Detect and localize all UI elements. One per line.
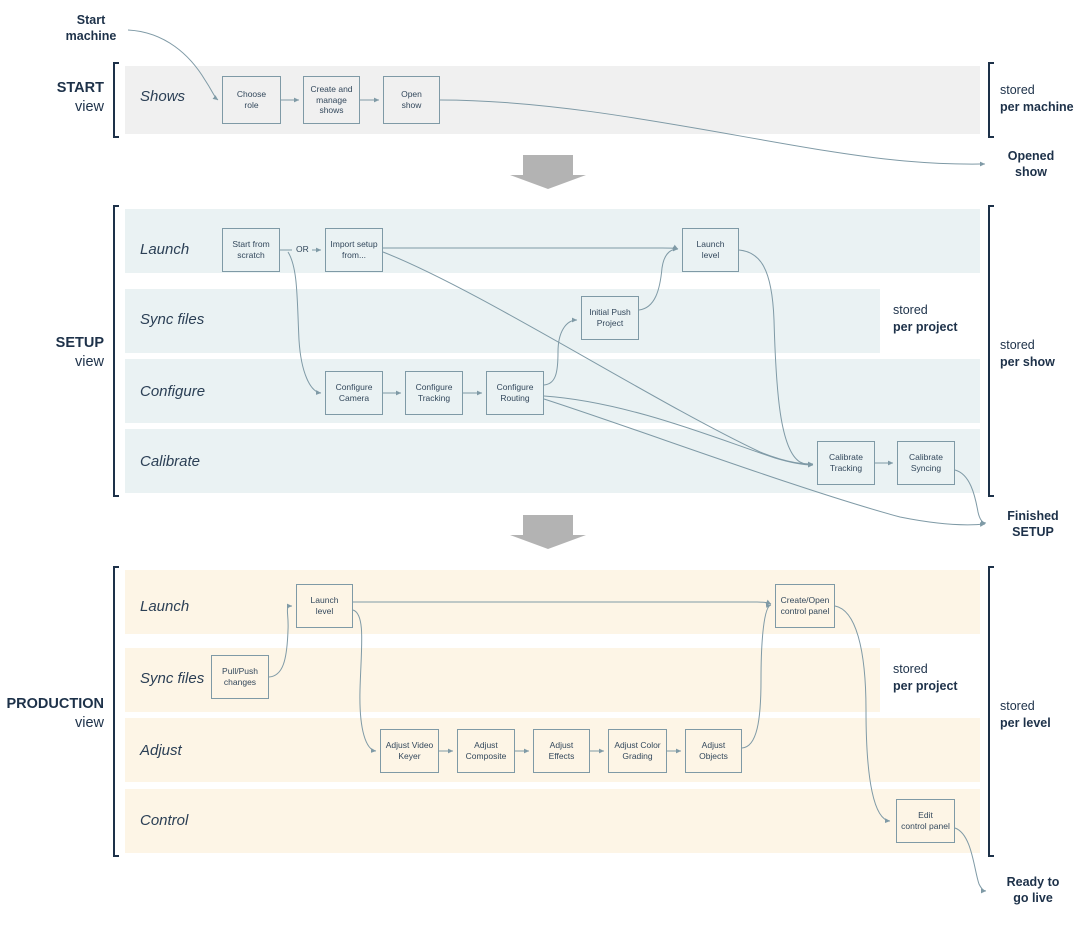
annotation-production-stored-per-level-bold: per level [1000,715,1051,730]
node-initial-push-project[interactable]: Initial Push Project [581,296,639,340]
phase-title-production: PRODUCTION view [0,695,104,733]
node-adjust-color-grading[interactable]: Adjust Color Grading [608,729,667,773]
lane-label-production-launch: Launch [140,598,190,615]
setup-lane-configure-band [125,359,980,423]
annotation-production-stored-per-level: stored per level [1000,698,1051,732]
node-create-manage-shows[interactable]: Create and manage shows [303,76,360,124]
annotation-production-stored-per-project-light: stored [893,662,928,676]
annotation-setup-stored-per-show-light: stored [1000,338,1035,352]
node-start-from-scratch[interactable]: Start from scratch [222,228,280,272]
annotation-production-stored-per-project: stored per project [893,661,958,695]
node-configure-tracking[interactable]: Configure Tracking [405,371,463,415]
phase-title-start: START view [0,79,104,117]
section-transition-arrow-2 [510,515,586,549]
bracket-start-stored [988,62,994,138]
bracket-production-view [113,566,119,857]
annotation-setup-stored-per-show-bold: per show [1000,354,1055,369]
phase-title-setup-light: view [74,354,104,371]
setup-lane-syncfiles-band [125,289,880,353]
annotation-stored-per-machine: stored per machine [1000,82,1074,116]
node-adjust-composite[interactable]: Adjust Composite [457,729,515,773]
endpoint-ready-go-live-line1: Ready to [1006,875,1060,889]
node-calibrate-syncing[interactable]: Calibrate Syncing [897,441,955,485]
bracket-production-stored [988,566,994,857]
node-adjust-effects[interactable]: Adjust Effects [533,729,590,773]
bracket-setup-view [113,205,119,497]
lane-label-setup-launch: Launch [140,241,190,258]
bracket-start-view [113,62,119,138]
endpoint-ready-to-go-live: Ready to go live [993,874,1073,907]
annotation-production-stored-per-project-bold: per project [893,678,958,693]
lane-label-setup-syncfiles: Sync files [140,311,205,328]
node-setup-launch-level[interactable]: Launch level [682,228,739,272]
start-machine-line1: Start [76,13,106,27]
node-edit-control-panel[interactable]: Edit control panel [896,799,955,843]
phase-title-start-light: view [74,99,104,116]
annotation-setup-stored-per-project: stored per project [893,302,958,336]
phase-title-production-bold: PRODUCTION [6,696,104,712]
node-configure-routing[interactable]: Configure Routing [486,371,544,415]
node-import-setup-from[interactable]: Import setup from... [325,228,383,272]
start-machine-line2: machine [65,29,117,44]
node-configure-camera[interactable]: Configure Camera [325,371,383,415]
annotation-setup-stored-per-project-light: stored [893,303,928,317]
bracket-setup-stored [988,205,994,497]
lane-label-production-control: Control [140,812,189,829]
endpoint-ready-go-live-line2: go live [1013,891,1053,906]
lane-label-setup-calibrate: Calibrate [140,453,201,470]
lane-label-production-syncfiles: Sync files [140,670,205,687]
annotation-stored-per-machine-light: stored [1000,83,1035,97]
phase-title-setup-bold: SETUP [55,335,104,351]
node-calibrate-tracking[interactable]: Calibrate Tracking [817,441,875,485]
node-production-launch-level[interactable]: Launch level [296,584,353,628]
production-lane-launch-band [125,570,980,634]
endpoint-opened-show-line1: Opened [1007,149,1055,163]
production-lane-control-band [125,789,980,853]
phase-title-start-bold: START [56,80,104,96]
endpoint-finished-setup-line1: Finished [1007,509,1059,523]
phase-title-setup: SETUP view [0,334,104,372]
lane-label-production-adjust: Adjust [140,742,182,759]
phase-title-production-light: view [74,715,104,732]
node-adjust-objects[interactable]: Adjust Objects [685,729,742,773]
lane-label-setup-configure: Configure [140,383,206,400]
endpoint-finished-setup-line2: SETUP [1012,525,1054,540]
node-choose-role[interactable]: Choose role [222,76,281,124]
annotation-setup-stored-per-show: stored per show [1000,337,1055,371]
annotation-stored-per-machine-bold: per machine [1000,99,1074,114]
node-open-show[interactable]: Open show [383,76,440,124]
endpoint-finished-setup: Finished SETUP [993,508,1073,541]
annotation-production-stored-per-level-light: stored [1000,699,1035,713]
endpoint-opened-show: Opened show [993,148,1069,181]
lane-label-shows: Shows [140,88,186,105]
section-transition-arrow-1 [510,155,586,189]
node-pull-push-changes[interactable]: Pull/Push changes [211,655,269,699]
or-separator-label: OR [295,244,310,254]
annotation-setup-stored-per-project-bold: per project [893,319,958,334]
start-machine-note: Start machine [55,12,127,45]
endpoint-opened-show-line2: show [1015,165,1047,180]
node-create-open-control-panel[interactable]: Create/Open control panel [775,584,835,628]
node-adjust-video-keyer[interactable]: Adjust Video Keyer [380,729,439,773]
